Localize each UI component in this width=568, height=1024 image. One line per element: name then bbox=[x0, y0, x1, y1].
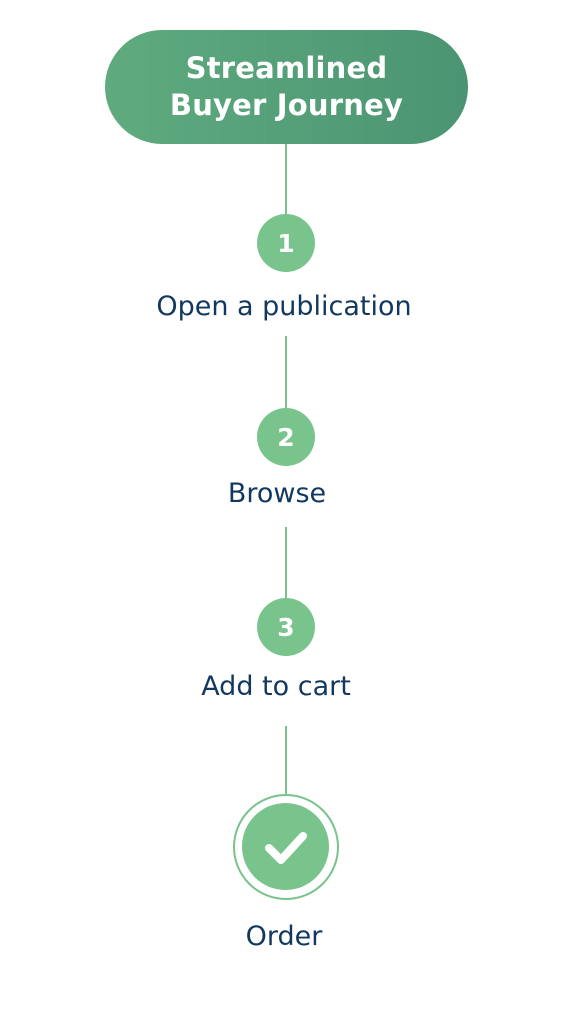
title-pill: Streamlined Buyer Journey bbox=[105, 30, 468, 144]
diagram-title: Streamlined Buyer Journey bbox=[169, 51, 404, 122]
order-label: Order bbox=[245, 921, 323, 952]
step-1-label: Open a publication bbox=[156, 291, 412, 322]
step-2-label: Browse bbox=[227, 478, 327, 509]
step-2-number: 2 bbox=[277, 422, 295, 452]
step-3-number: 3 bbox=[277, 612, 295, 642]
checkmark-icon bbox=[264, 831, 307, 864]
step-1-circle: 1 bbox=[257, 214, 315, 272]
step-3-circle: 3 bbox=[257, 598, 315, 656]
step-2-circle: 2 bbox=[257, 408, 315, 466]
order-circle-fill bbox=[242, 803, 329, 890]
step-3-label: Add to cart bbox=[201, 671, 351, 702]
step-1-number: 1 bbox=[277, 228, 295, 258]
connector-step-1-to-step-2 bbox=[285, 336, 287, 408]
connector-step-3-to-order bbox=[285, 726, 287, 796]
order-circle bbox=[233, 794, 339, 900]
connector-step-2-to-step-3 bbox=[285, 527, 287, 599]
connector-title-to-step-1 bbox=[285, 144, 287, 216]
